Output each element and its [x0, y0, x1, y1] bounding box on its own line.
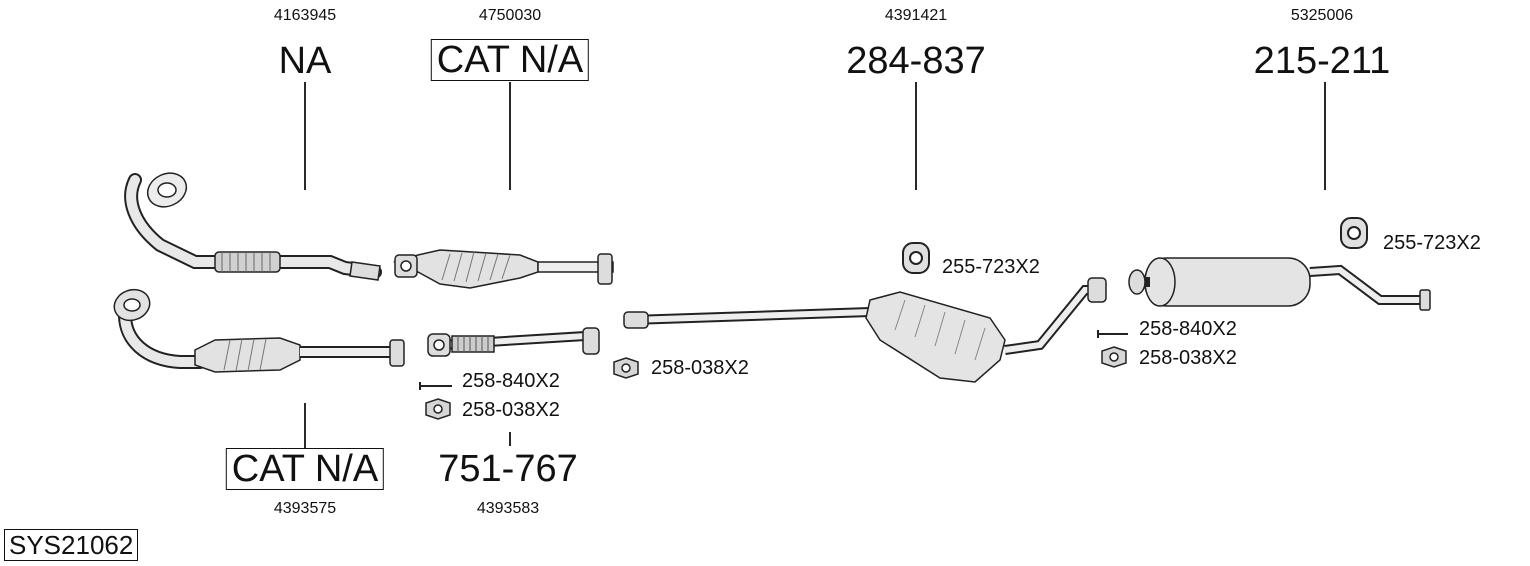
leader-lines	[304, 82, 1326, 448]
accessory-label: 255-723X2	[1383, 232, 1481, 254]
part-code: 284-837	[846, 40, 986, 82]
accessory-label: 258-038X2	[462, 399, 560, 421]
centre-silencer-drawing	[623, 277, 1107, 383]
oe-number: 4750030	[478, 7, 542, 24]
rear-silencer-drawing	[1128, 257, 1431, 311]
bolt-icon	[1097, 330, 1128, 338]
oe-number: 4393575	[273, 500, 337, 517]
part-code: 215-211	[1253, 40, 1391, 82]
front-pipe-drawing	[124, 172, 382, 281]
oe-number: 5325006	[1290, 7, 1354, 24]
bolt-icon	[419, 382, 452, 390]
oe-number: 4391421	[884, 7, 948, 24]
part-code: NA	[278, 40, 332, 82]
accessory-label: 258-840X2	[1139, 318, 1237, 340]
part-code: CAT N/A	[430, 39, 590, 81]
rubber-hanger-icon	[902, 242, 930, 274]
part-code: CAT N/A	[225, 448, 385, 490]
part-code: 751-767	[438, 448, 578, 490]
nut-icon	[613, 357, 639, 379]
flex-pipe-drawing	[427, 327, 600, 357]
accessory-label: 258-840X2	[462, 370, 560, 392]
nut-icon	[1101, 346, 1127, 368]
accessory-label: 258-038X2	[651, 357, 749, 379]
nut-icon	[425, 398, 451, 420]
oe-number: 4393583	[476, 500, 540, 517]
accessory-label: 255-723X2	[942, 256, 1040, 278]
rubber-hanger-icon	[1340, 217, 1368, 249]
oe-number: 4163945	[273, 7, 337, 24]
catalyst-bottom-drawing	[113, 288, 405, 373]
accessory-label: 258-038X2	[1139, 347, 1237, 369]
system-code-box: SYS21062	[4, 529, 139, 561]
catalyst-top-drawing	[392, 249, 614, 289]
